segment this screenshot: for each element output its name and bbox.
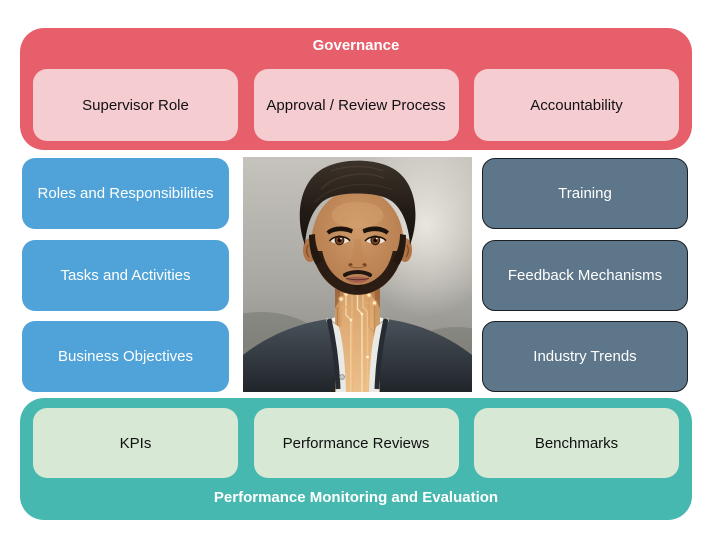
governance-item-approval-review-process: Approval / Review Process [253, 69, 459, 141]
right-item-training: Training [482, 158, 688, 229]
governance-item-accountability: Accountability [474, 69, 679, 141]
portrait-illustration [181, 133, 527, 437]
performance-item-benchmarks: Benchmarks [474, 408, 679, 478]
governance-section: Governance Supervisor Role Approval / Re… [20, 28, 692, 150]
right-item-industry-trends: Industry Trends [482, 321, 688, 392]
right-item-feedback-mechanisms: Feedback Mechanisms [482, 239, 688, 311]
ai-human-portrait-image [181, 133, 527, 437]
governance-title: Governance [312, 37, 400, 54]
governance-row: Supervisor Role Approval / Review Proces… [33, 69, 679, 141]
performance-title: Performance Monitoring and Evaluation [213, 489, 499, 506]
performance-item-kpis: KPIs [33, 408, 238, 478]
right-column: Training Feedback Mechanisms Industry Tr… [482, 158, 688, 392]
performance-section: KPIs Performance Reviews Benchmarks Perf… [20, 398, 692, 520]
left-item-business-objectives: Business Objectives [22, 321, 229, 392]
governance-item-supervisor-role: Supervisor Role [33, 69, 238, 141]
left-item-roles-and-responsibilities: Roles and Responsibilities [22, 158, 229, 229]
performance-row: KPIs Performance Reviews Benchmarks [33, 408, 679, 478]
left-item-tasks-and-activities: Tasks and Activities [22, 239, 229, 311]
left-column: Roles and Responsibilities Tasks and Act… [22, 158, 229, 392]
performance-item-performance-reviews: Performance Reviews [253, 408, 459, 478]
